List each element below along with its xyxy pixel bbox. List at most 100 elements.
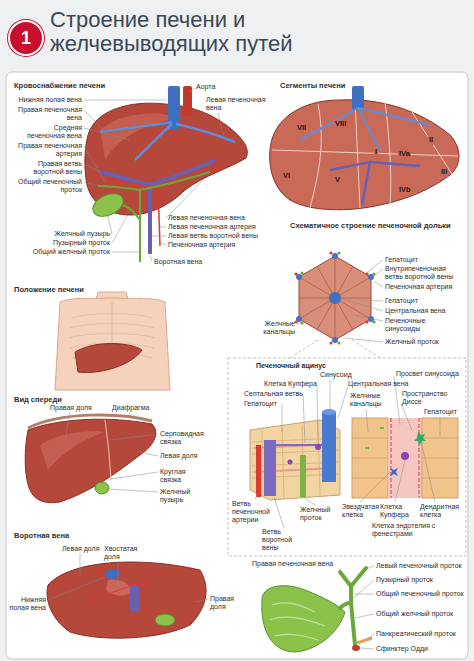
anatomy-label: Клетка Купфера xyxy=(380,503,418,519)
anatomy-label: Общий печеночный проток xyxy=(376,590,463,598)
acinus-figure xyxy=(401,452,409,460)
anatomy-label: Диафрагма xyxy=(112,404,149,412)
anatomy-label: Нижняя полая вена xyxy=(6,596,46,612)
anatomy-label: Желчный проток xyxy=(385,338,439,346)
liver-lobule xyxy=(299,256,371,340)
anatomy-label: Левая печеночная вена xyxy=(168,214,245,222)
bile-duct-figure xyxy=(352,645,360,651)
section-heading: Положение печени xyxy=(14,286,84,295)
front-view-liver xyxy=(105,420,111,480)
liver-segments xyxy=(352,86,364,110)
anatomy-label: Правая печеночная вена xyxy=(16,106,82,122)
inferior-view-liver xyxy=(90,583,170,600)
liver-segments xyxy=(270,100,459,210)
inferior-view-liver xyxy=(47,553,208,638)
anatomy-label: Общий желчный проток xyxy=(376,610,453,618)
anatomy-label: Просвет синусоида xyxy=(396,370,459,378)
anatomy-label: Желчные канальцы xyxy=(350,392,390,408)
acinus-figure xyxy=(228,358,466,556)
inferior-view-liver xyxy=(48,553,208,602)
anatomy-label: Левая доля xyxy=(62,545,99,553)
acinus-figure xyxy=(391,418,419,498)
torso-figure xyxy=(55,292,170,390)
acinus-figure xyxy=(390,468,398,476)
anatomy-label: Ветвь печеночной артерии xyxy=(232,500,277,524)
anatomy-label: Панкреатический проток xyxy=(376,630,456,638)
liver-blood-supply xyxy=(100,122,235,160)
bile-duct-figure xyxy=(262,566,374,652)
anatomy-label: Септальная ветвь xyxy=(244,390,303,398)
anatomy-label: Серповидная связка xyxy=(160,430,215,446)
anatomy-label: Аорта xyxy=(196,83,215,91)
liver-lobule xyxy=(290,251,383,358)
liver-lobule xyxy=(372,320,375,323)
anatomy-label: Пузырный проток xyxy=(30,239,110,247)
liver-lobule xyxy=(300,321,303,324)
liver-segments xyxy=(300,108,430,150)
anatomy-label: Ветвь воротной вены xyxy=(262,528,302,552)
liver-lobule xyxy=(329,292,341,304)
anatomy-label: Общий печеночный проток xyxy=(16,178,82,194)
liver-lobule xyxy=(297,260,383,342)
section-heading: Кровоснабжение печени xyxy=(14,82,105,91)
anatomy-label: Клетка Купфера xyxy=(264,380,317,388)
liver-segments xyxy=(272,100,458,208)
bile-duct-figure xyxy=(340,568,366,645)
section-heading: Вид спереди xyxy=(14,396,62,405)
anatomy-label: Пространство Диссе xyxy=(402,390,448,406)
bile-duct-figure xyxy=(270,603,325,640)
liver-lobule xyxy=(290,340,380,358)
bile-duct-figure xyxy=(340,566,374,649)
acinus-figure xyxy=(288,460,293,465)
anatomy-label: Клетка эндотелия с фенестрами xyxy=(372,522,444,538)
anatomy-label: Общий желчный проток xyxy=(30,248,110,256)
anatomy-label: Правая ветвь воротной вены xyxy=(16,160,82,176)
front-view-liver xyxy=(25,419,156,502)
liver-lobule xyxy=(337,251,340,254)
anatomy-label: Желчные канальцы xyxy=(250,320,295,336)
acinus-figure xyxy=(322,412,336,482)
segment-number: IVb xyxy=(398,186,412,195)
front-view-liver xyxy=(95,482,109,494)
front-view-liver xyxy=(40,431,105,470)
section-number-circle: 1 xyxy=(8,20,44,56)
anatomy-label: Левая печеночная вена xyxy=(206,96,266,112)
anatomy-label: Гепатоцит xyxy=(424,408,457,416)
segment-number: IVa xyxy=(398,150,411,159)
acinus-figure xyxy=(300,455,306,497)
liver-lobule xyxy=(294,272,297,275)
anatomy-label: Гепатоцит xyxy=(385,297,418,305)
segment-number: II xyxy=(428,136,434,145)
liver-lobule xyxy=(365,272,368,275)
liver-lobule xyxy=(329,341,332,344)
segment-number: III xyxy=(440,168,448,177)
anatomy-label: Воротная вена xyxy=(154,258,202,266)
anatomy-label: Сфинктер Одди xyxy=(376,645,428,653)
liver-lobule xyxy=(337,341,340,344)
acinus-figure xyxy=(322,409,336,415)
anatomy-label: Левая доля xyxy=(160,452,197,460)
anatomy-label: Правая печеночная артерия xyxy=(16,142,82,158)
anatomy-label: Гепатоцит xyxy=(244,400,277,408)
anatomy-label: Средняя печеночная вена xyxy=(16,124,82,140)
anatomy-label: Желчный пузырь xyxy=(160,488,200,504)
anatomy-label: Центральная вена xyxy=(348,380,408,388)
liver-lobule xyxy=(365,320,368,323)
acinus-figure xyxy=(256,445,261,497)
frame xyxy=(6,72,468,659)
inferior-view-liver xyxy=(105,569,119,579)
liver-lobule xyxy=(299,256,371,340)
liver-lobule xyxy=(294,251,375,344)
acinus-figure xyxy=(352,438,458,478)
section-heading: Печеночный ацинус xyxy=(256,362,326,370)
bile-duct-figure xyxy=(357,638,372,643)
anatomy-label: Синусоид xyxy=(320,371,352,379)
segment-number: VI xyxy=(282,172,291,181)
acinus-figure xyxy=(414,432,426,445)
segment-number: VII xyxy=(296,124,307,133)
liver-lobule xyxy=(332,253,338,259)
inferior-view-liver xyxy=(155,614,175,626)
anatomy-label: Дендритная клетка xyxy=(420,503,466,519)
anatomy-label: Звездчатая клетка xyxy=(342,503,386,519)
